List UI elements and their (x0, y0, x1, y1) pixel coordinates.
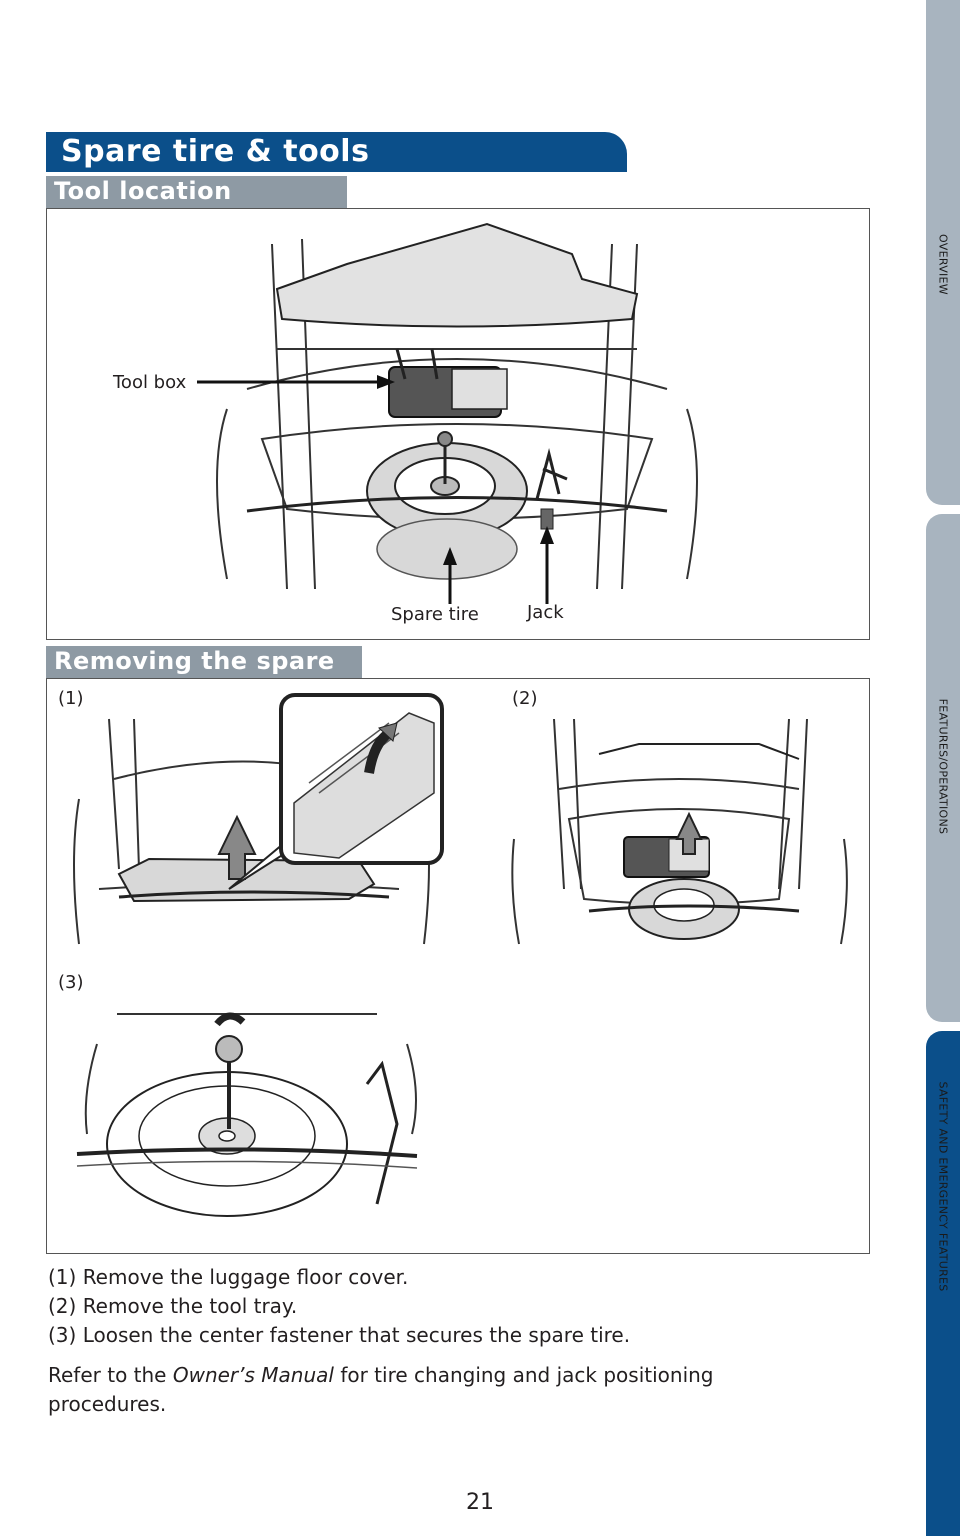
trunk-illustration (197, 222, 698, 604)
step-label-2: (2) (512, 688, 538, 709)
step-label-1: (1) (58, 688, 84, 709)
label-tool-box: Tool box (113, 372, 187, 393)
tool-location-panel: Tool box Spare tire Jack (46, 208, 870, 640)
tab-safety-label: SAFETY AND EMERGENCY FEATURES (936, 1081, 950, 1292)
section-title: Tool location (54, 177, 232, 205)
section-header-tool-location: Tool location (46, 176, 347, 208)
removing-panel: (1) (2) (3) (46, 678, 870, 1254)
label-spare-tire: Spare tire (391, 604, 479, 625)
step3-illustration (76, 1012, 418, 1217)
refer-line2: procedures. (48, 1392, 167, 1416)
step2-illustration (511, 718, 848, 945)
step1-illustration (73, 718, 430, 945)
page-title-bar: Spare tire & tools (46, 132, 627, 172)
tab-safety-emergency[interactable] (926, 1031, 960, 1536)
instruction-list: (1) Remove the luggage floor cover. (2) … (48, 1263, 630, 1350)
label-jack: Jack (527, 602, 564, 623)
tab-overview-label: OVERVIEW (936, 234, 950, 295)
page-title: Spare tire & tools (61, 134, 370, 169)
tab-overview[interactable] (926, 0, 960, 505)
step1-detail-inset (279, 693, 444, 865)
tab-features-label: FEATURES/OPERATIONS (936, 698, 950, 835)
instruction-1: (1) Remove the luggage floor cover. (48, 1265, 409, 1289)
owners-manual-ref: Owner’s Manual (172, 1363, 334, 1387)
section-header-removing: Removing the spare tire (46, 646, 362, 703)
step-label-3: (3) (58, 972, 84, 993)
refer-paragraph: Refer to the Owner’s Manual for tire cha… (48, 1361, 848, 1419)
tab-features-operations[interactable] (926, 514, 960, 1022)
refer-prefix: Refer to the (48, 1363, 173, 1387)
instruction-3: (3) Loosen the center fastener that secu… (48, 1323, 631, 1347)
instruction-2: (2) Remove the tool tray. (48, 1294, 298, 1318)
page-number: 21 (466, 1490, 494, 1515)
refer-suffix: for tire changing and jack positioning (333, 1363, 714, 1387)
